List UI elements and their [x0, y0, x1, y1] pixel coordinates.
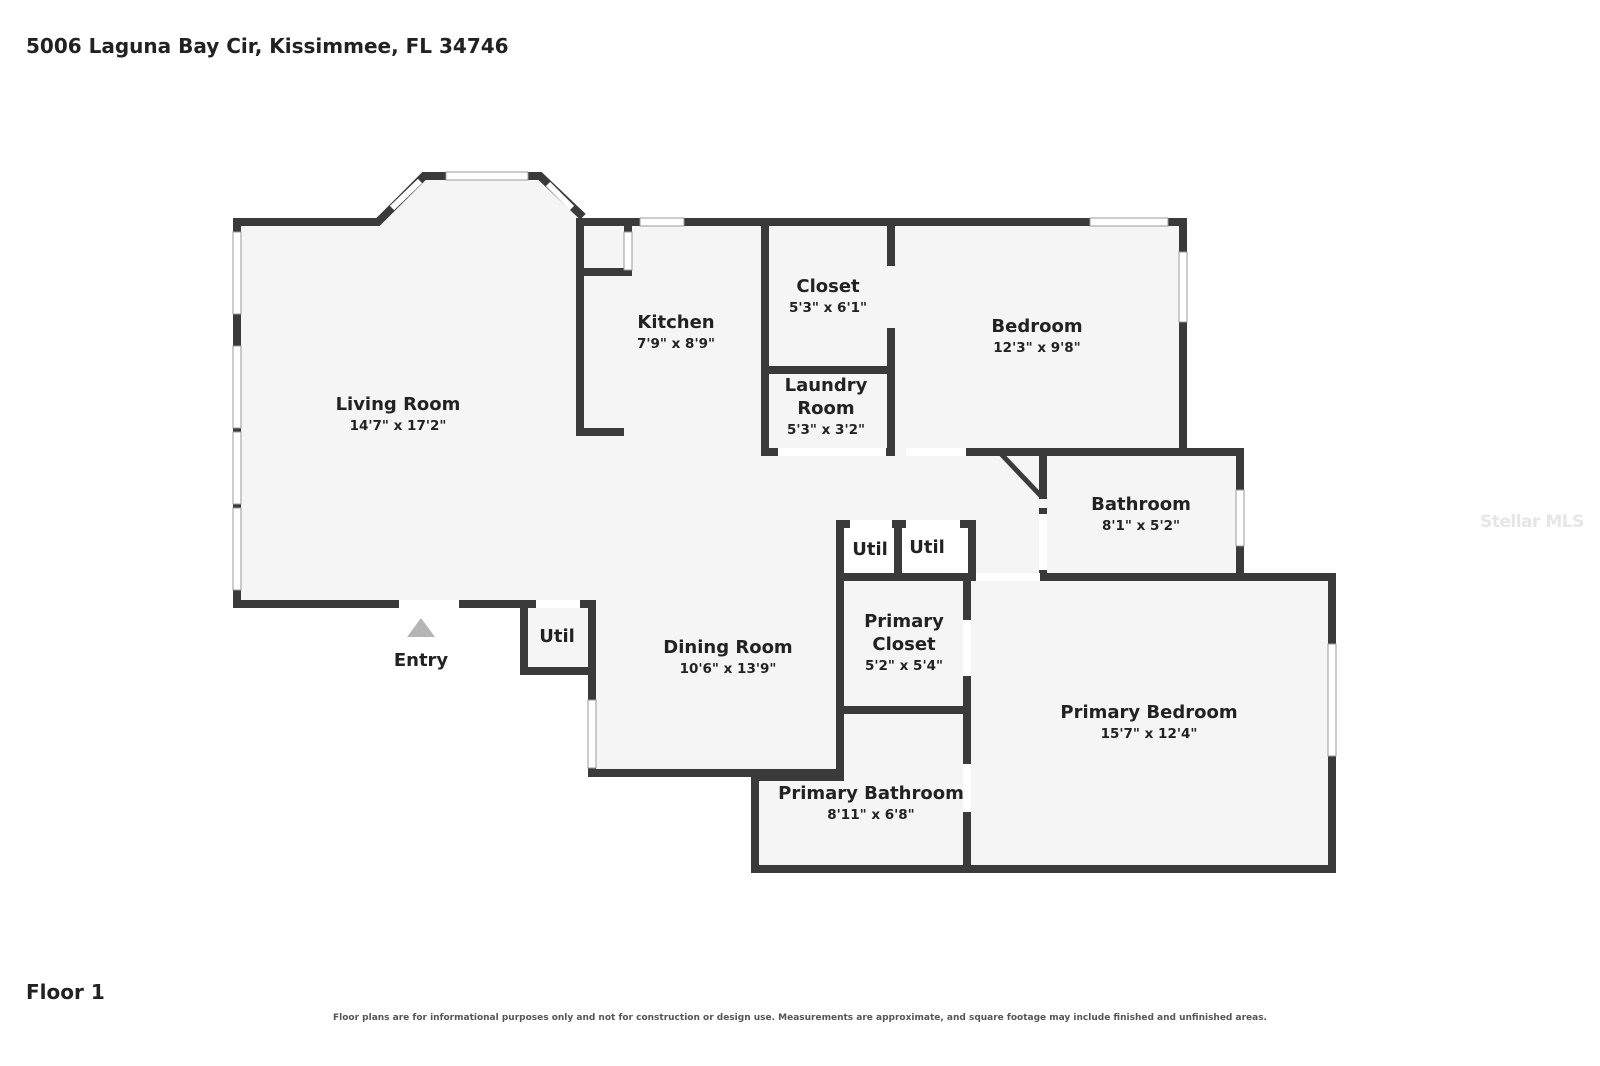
bedroom-name: Bedroom	[991, 316, 1082, 337]
bathroom-name: Bathroom	[1091, 494, 1191, 515]
util-label-3: Util	[539, 626, 575, 647]
dining-room-name: Dining Room	[663, 637, 792, 658]
disclaimer-text: Floor plans are for informational purpos…	[333, 1013, 1267, 1023]
primary-bathroom-name: Primary Bathroom	[778, 783, 964, 804]
kitchen-dims: 7'9" x 8'9"	[637, 336, 715, 352]
living-room-dims: 14'7" x 17'2"	[350, 418, 447, 434]
laundry-room-dims: 5'3" x 3'2"	[787, 422, 865, 438]
living-room-name: Living Room	[336, 394, 461, 415]
entry-arrow-icon	[407, 618, 435, 637]
floor-label: Floor 1	[26, 980, 105, 1004]
laundry-room-name-line1: Laundry	[785, 375, 868, 396]
entry-label: Entry	[394, 650, 449, 671]
laundry-room-name-line2: Room	[797, 398, 854, 419]
dining-room-dims: 10'6" x 13'9"	[680, 661, 777, 677]
kitchen-name: Kitchen	[637, 312, 714, 333]
primary-bedroom-dims: 15'7" x 12'4"	[1101, 726, 1198, 742]
primary-closet-name-line1: Primary	[864, 611, 944, 632]
util-label-2: Util	[909, 537, 945, 558]
util-label-1: Util	[852, 539, 888, 560]
property-address: 5006 Laguna Bay Cir, Kissimmee, FL 34746	[26, 34, 509, 58]
door-openings	[399, 448, 1047, 812]
primary-closet-dims: 5'2" x 5'4"	[865, 658, 943, 674]
primary-bedroom-name: Primary Bedroom	[1060, 702, 1237, 723]
primary-closet-name-line2: Closet	[872, 634, 936, 655]
watermark-logo: Stellar MLS	[1480, 512, 1584, 532]
closet-name: Closet	[796, 276, 860, 297]
floor-fill	[237, 176, 1332, 869]
bathroom-dims: 8'1" x 5'2"	[1102, 518, 1180, 534]
windows	[232, 171, 1337, 769]
primary-bathroom-dims: 8'11" x 6'8"	[827, 807, 914, 823]
bedroom-dims: 12'3" x 9'8"	[993, 340, 1080, 356]
closet-dims: 5'3" x 6'1"	[789, 300, 867, 316]
angled-windows	[389, 178, 575, 211]
